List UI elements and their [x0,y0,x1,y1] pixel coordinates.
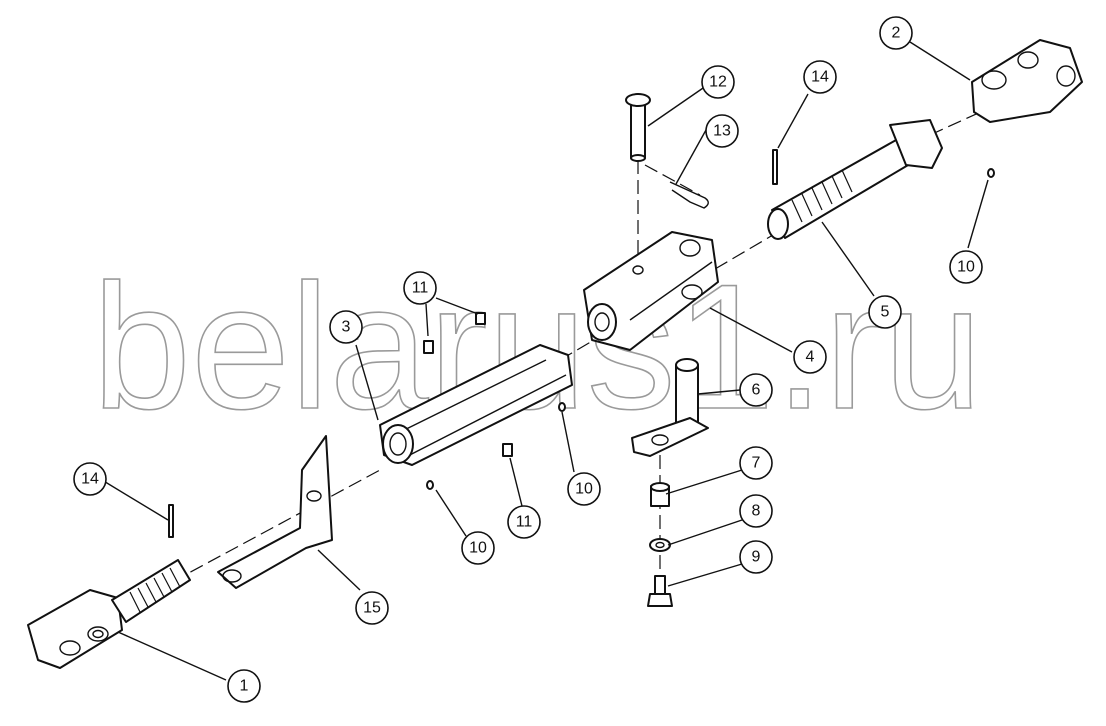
callout-10-c: 10 [949,250,983,284]
callout-7: 7 [739,446,773,480]
svg-text:8: 8 [752,503,761,520]
part-8-washer [649,538,671,552]
part-12-pin [625,93,651,162]
svg-text:5: 5 [881,304,890,321]
callout-8: 8 [739,494,773,528]
part-3-hex-tube [379,344,573,466]
svg-text:11: 11 [412,280,429,297]
svg-text:14: 14 [81,471,99,488]
svg-text:6: 6 [752,382,761,399]
part-1-fork-end [27,559,191,669]
svg-text:4: 4 [806,349,815,366]
callout-10-a: 10 [461,531,495,565]
callout-3: 3 [329,310,363,344]
svg-text:10: 10 [469,540,487,557]
callout-10-b: 10 [567,472,601,506]
svg-text:2: 2 [892,25,901,42]
part-11-set-screws [423,312,513,457]
callout-2: 2 [879,16,913,50]
part-10-grease-fittings [426,168,995,490]
svg-text:10: 10 [575,481,593,498]
svg-text:15: 15 [363,600,381,617]
callout-9: 9 [739,540,773,574]
part-9-bolt [647,575,673,607]
part-13-spring-clip [669,181,709,209]
callout-13: 13 [705,114,739,148]
svg-text:9: 9 [752,549,761,566]
svg-text:14: 14 [811,69,829,86]
callout-14-a: 14 [73,462,107,496]
part-5-threaded-rod [767,119,943,240]
callout-14-b: 14 [803,60,837,94]
svg-text:11: 11 [516,514,533,531]
svg-text:3: 3 [342,319,351,336]
part-6-plate-pin [631,358,709,457]
svg-text:10: 10 [957,259,975,276]
callout-12: 12 [701,65,735,99]
part-14-pin-left [168,504,174,538]
part-4-clevis [583,231,719,351]
callout-4: 4 [793,340,827,374]
callout-11-b: 11 [507,505,541,539]
part-2-fork-eye [971,39,1083,123]
svg-text:13: 13 [713,123,731,140]
svg-text:12: 12 [709,74,727,91]
svg-text:7: 7 [752,455,761,472]
svg-text:1: 1 [240,678,249,695]
callout-15: 15 [355,591,389,625]
part-15-bracket [217,435,333,589]
callout-5: 5 [868,295,902,329]
callout-6: 6 [739,373,773,407]
part-14-pin-right [772,149,778,185]
callout-1: 1 [227,669,261,703]
callout-11-a: 11 [403,271,437,305]
leader-lines [101,41,989,681]
part-7-bushing [650,482,670,507]
